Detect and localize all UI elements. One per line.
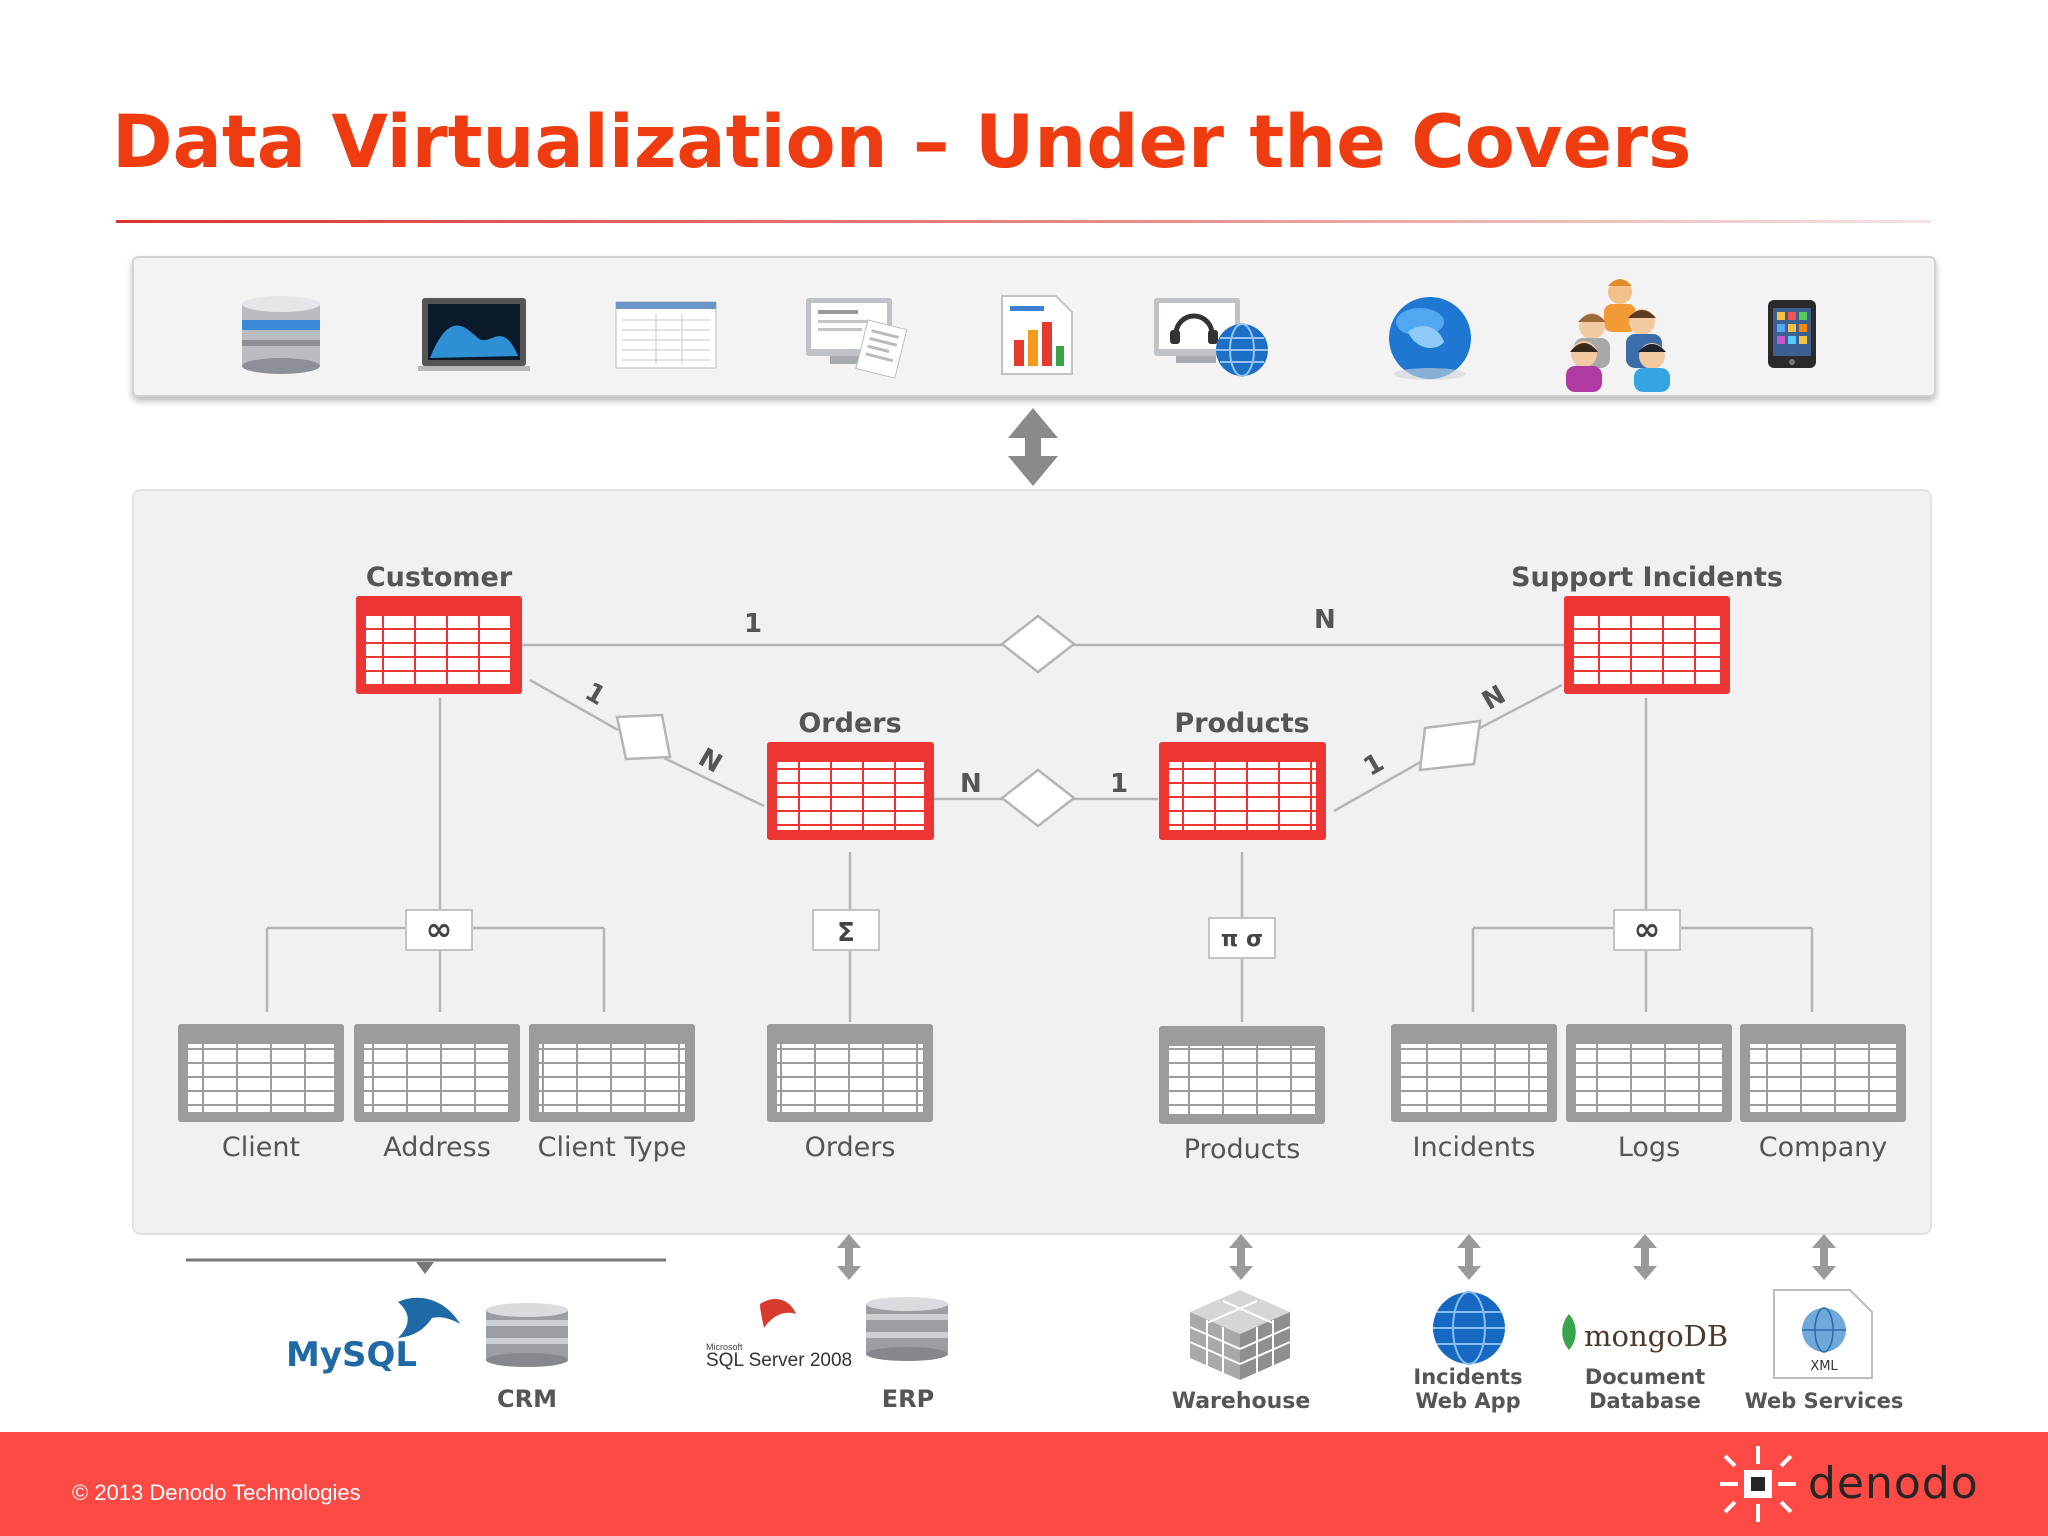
project-select-operation-box (1208, 917, 1276, 959)
title-divider (116, 220, 1931, 223)
cardinality-label: N (960, 769, 982, 799)
bidirectional-arrow-icon (1812, 1234, 1836, 1280)
crm-sources-bracket (186, 1258, 666, 1274)
source-label-incidents-web-app-line1: Incidents (1413, 1365, 1522, 1389)
base-view-label: Orders (805, 1132, 896, 1163)
copyright-text: © 2013 Denodo Technologies (72, 1480, 361, 1505)
base-view-label: Address (383, 1132, 491, 1163)
svg-text:SQL Server 2008: SQL Server 2008 (706, 1350, 852, 1371)
base-view-label: Client (222, 1132, 300, 1163)
source-label-crm: CRM (497, 1385, 557, 1413)
bidirectional-arrow-icon (837, 1234, 861, 1280)
source-label-web-services: Web Services (1745, 1389, 1904, 1413)
project-select-operation-symbol: π σ (1221, 927, 1263, 952)
mysql-logo: MySQL (286, 1297, 460, 1375)
base-view-label: Client Type (538, 1132, 687, 1163)
view-title: Support Incidents (1511, 562, 1783, 593)
base-view-client[interactable]: Client (178, 1024, 344, 1163)
base-view-label: Incidents (1413, 1132, 1536, 1163)
sqlserver-logo: Microsoft SQL Server 2008 (706, 1299, 852, 1371)
spreadsheet-report-icon (615, 301, 717, 369)
view-title: Products (1174, 708, 1309, 739)
cardinality-label: 1 (744, 609, 762, 639)
mongodb-logo: mongoDB (1562, 1314, 1728, 1353)
cardinality-label: 1 (1110, 769, 1128, 799)
base-view-products[interactable]: Products (1159, 1026, 1325, 1165)
relationship-diamond (999, 768, 1077, 828)
join-operation-symbol: ∞ (1634, 910, 1661, 948)
derived-view-orders[interactable]: Orders (767, 708, 934, 840)
join-operation-box (405, 909, 473, 951)
denodo-wordmark: denodo (1808, 1458, 1979, 1509)
base-view-incidents[interactable]: Incidents (1391, 1024, 1557, 1163)
aggregate-operation-symbol: Σ (837, 918, 855, 948)
database-icon (242, 296, 320, 374)
aggregate-operation-box (812, 909, 880, 951)
base-view-address[interactable]: Address (354, 1024, 520, 1163)
base-view-orders[interactable]: Orders (767, 1024, 933, 1163)
source-connection-arrows (837, 1234, 1836, 1280)
headset-web-icon (1154, 298, 1268, 377)
derived-view-products[interactable]: Products (1159, 708, 1326, 840)
relationship-diamond (615, 713, 672, 761)
base-view-label: Company (1759, 1132, 1887, 1163)
relationship-diamond (999, 614, 1077, 674)
view-title: Orders (798, 708, 901, 739)
smartphone-icon (1768, 300, 1816, 368)
view-title: Customer (366, 562, 513, 593)
derived-view-customer[interactable]: Customer (356, 562, 522, 694)
analytics-monitor-icon (418, 298, 530, 371)
base-views: Client Address Client Type Orders Products In… (178, 1024, 1906, 1165)
relationship-diamond (1418, 719, 1482, 772)
erp-database-icon (866, 1297, 948, 1361)
bidirectional-arrow-icon (1457, 1234, 1481, 1280)
svg-text:MySQL: MySQL (286, 1335, 417, 1375)
base-view-company[interactable]: Company (1740, 1024, 1906, 1163)
bar-chart-document-icon (1001, 295, 1073, 375)
bidirectional-arrow-icon (1008, 408, 1058, 486)
xml-document-icon: XML (1773, 1289, 1873, 1379)
globe-icon (1389, 297, 1471, 380)
join-operation-box (1613, 909, 1681, 951)
derived-view-support-incidents[interactable]: Support Incidents (1511, 562, 1783, 694)
warehouse-cube-icon (1189, 1290, 1291, 1380)
svg-text:XML: XML (1810, 1359, 1838, 1374)
source-label-document-database-line2: Database (1589, 1389, 1701, 1413)
desktop-report-icon (806, 298, 908, 379)
bidirectional-arrow-icon (1229, 1234, 1253, 1280)
base-view-client-type[interactable]: Client Type (529, 1024, 695, 1163)
consumer-applications-bar (132, 256, 1936, 397)
cardinality-label: N (1314, 605, 1336, 635)
source-label-document-database-line1: Document (1585, 1365, 1705, 1389)
base-view-label: Products (1184, 1134, 1301, 1165)
base-view-label: Logs (1618, 1132, 1680, 1163)
source-label-erp: ERP (882, 1385, 934, 1413)
source-label-warehouse: Warehouse (1172, 1389, 1311, 1414)
svg-text:mongoDB: mongoDB (1584, 1319, 1728, 1353)
web-app-globe-icon (1433, 1291, 1505, 1365)
denodo-logo-icon (1720, 1446, 1796, 1522)
bidirectional-arrow-icon (1633, 1234, 1657, 1280)
join-operation-symbol: ∞ (426, 910, 453, 948)
users-group-icon (1566, 279, 1670, 392)
slide-title: Data Virtualization – Under the Covers (112, 100, 1692, 185)
svg-text:Microsoft: Microsoft (706, 1342, 743, 1352)
base-view-logs[interactable]: Logs (1566, 1024, 1732, 1163)
footer-bar: © 2013 Denodo Technologies denodo (0, 1432, 2048, 1536)
crm-database-icon (486, 1303, 568, 1367)
source-label-incidents-web-app-line2: Web App (1415, 1389, 1520, 1413)
